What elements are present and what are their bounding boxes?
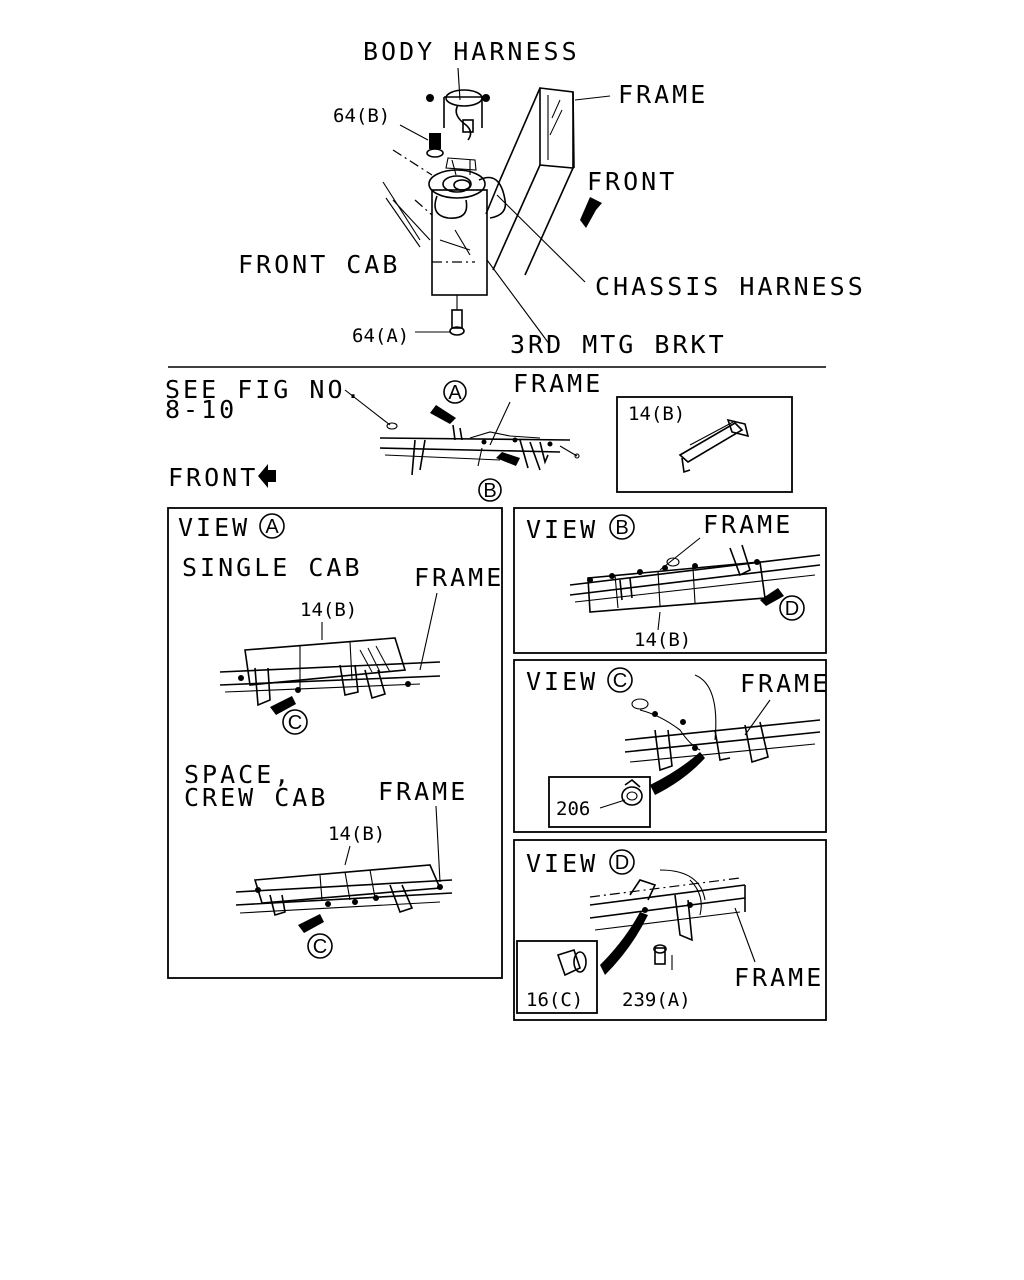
view-a-frame-label-2: FRAME [378,777,468,806]
view-b-marker-circle [609,514,635,540]
view-b-marker-letter: B [615,517,628,539]
see-fig-label: SEE FIG NO. [165,375,364,404]
inset-part-label: 14(B) [628,403,685,425]
crew-cab-drawing [235,805,453,933]
view-c-title: VIEW [526,667,598,696]
body-harness-drawing [426,67,490,141]
body-harness-label: BODY HARNESS [363,37,580,66]
view-a-title: VIEW [178,513,250,542]
frame-label: FRAME [618,80,708,109]
single-cab-label: SINGLE CAB [182,553,363,582]
view-d-marker-circle [609,849,635,875]
view-d-part-239a-label: 239(A) [622,989,691,1011]
view-b-part-label: 14(B) [634,629,691,651]
view-a-panel: VIEW A SINGLE CAB FRAME 14(B) C [167,507,504,979]
view-b-marker-d-letter: D [785,598,799,620]
view-c-drawing [624,674,821,795]
screw-64a-drawing [415,295,465,336]
chassis-harness-label: CHASSIS HARNESS [595,272,866,301]
view-c-marker-letter: C [613,670,627,692]
view-d-box [513,839,827,1021]
view-a-marker-c-letter-1: C [288,712,302,734]
view-b-title: VIEW [526,515,598,544]
marker-a-letter: A [448,382,462,404]
marker-b-circle [478,478,502,502]
front-arrow-icon [580,197,602,228]
view-d-title: VIEW [526,849,598,878]
view-c-frame-label: FRAME [740,669,830,698]
bolt-64b-drawing [399,124,444,158]
overview-frame-label: FRAME [513,369,603,398]
part-206-inset [548,776,651,828]
chassis-harness-leader [496,194,586,283]
view-b-frame-label: FRAME [703,510,793,539]
view-c-part-label: 206 [556,798,590,820]
space-cab-label: SPACE, [184,760,292,789]
mtg-brkt-label: 3RD MTG BRKT [510,330,727,359]
overview-frame-drawing [344,389,580,476]
view-a-marker-c-circle-1 [282,709,308,735]
part-14b-inset [616,396,793,493]
part-64b-label: 64(B) [333,105,390,127]
mtg-bracket-drawing [382,149,507,296]
crew-cab-label: CREW CAB [184,783,328,812]
view-b-drawing [569,537,821,631]
clip-16c-drawing [556,949,587,977]
view-d-frame-label: FRAME [734,963,824,992]
view-b-box [513,507,827,654]
view-a-marker-letter: A [265,516,279,538]
front-cab-label: FRONT CAB [238,250,400,279]
view-a-part-label-1: 14(B) [300,599,357,621]
overview-front-label: FRONT [168,463,258,492]
clip-14b-drawing [678,418,750,474]
mtg-brkt-leader [486,259,551,346]
view-a-marker-c-circle-2 [307,933,333,959]
clip-206-drawing [599,778,643,809]
view-d-part-16c-label: 16(C) [526,989,583,1011]
fig-number-label: 8-10 [165,395,237,424]
view-d-panel: VIEW D FRAME 16(C) 239(A) [513,839,827,1021]
view-b-marker-d-circle [779,595,805,621]
frame-rail-drawing [485,87,611,276]
marker-a-circle [443,380,467,404]
view-a-frame-label-1: FRAME [414,563,504,592]
view-b-panel: VIEW B FRAME 14(B) D [513,507,827,654]
view-a-marker-c-letter-2: C [313,936,327,958]
marker-b-letter: B [483,480,496,502]
view-a-marker-circle [259,513,285,539]
view-d-drawing [589,869,756,975]
single-cab-drawing [219,592,441,715]
part-16c-inset [516,940,598,1014]
view-d-marker-letter: D [615,852,629,874]
front-label: FRONT [587,167,677,196]
view-c-panel: VIEW C FRAME 206 [513,659,830,833]
front-left-arrow-icon [258,464,276,488]
view-c-box [513,659,827,833]
part-64a-label: 64(A) [352,325,409,347]
view-c-marker-circle [607,667,633,693]
view-a-part-label-2: 14(B) [328,823,385,845]
view-a-box [167,507,503,979]
top-detail: BODY HARNESS FRAME FRONT 64(B) FRONT CAB… [238,37,866,359]
overview-section: SEE FIG NO. 8-10 FRAME FRONT A B [165,369,793,502]
